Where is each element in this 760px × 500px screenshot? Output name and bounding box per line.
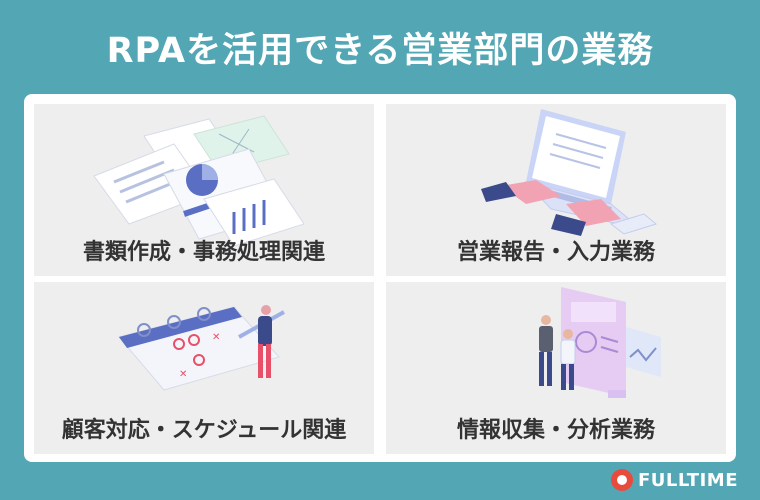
card-label: 顧客対応・スケジュール関連 bbox=[61, 418, 347, 443]
svg-text:✕: ✕ bbox=[212, 332, 220, 343]
card-label: 情報収集・分析業務 bbox=[456, 418, 655, 443]
logo-text: FULLTIME bbox=[637, 469, 738, 491]
calendar-schedule-icon: ✕ ✕ bbox=[118, 305, 285, 391]
card-label: 営業報告・入力業務 bbox=[456, 240, 655, 265]
logo-mark-icon bbox=[610, 469, 633, 491]
data-analysis-screen-icon bbox=[539, 287, 661, 398]
cards-panel: 書類作成・事務処理関連 営業報告・入力業務 bbox=[24, 94, 736, 462]
card-analysis: 情報収集・分析業務 bbox=[386, 282, 726, 454]
page-title: RPAを活用できる営業部門の業務 bbox=[106, 31, 654, 71]
svg-text:✕: ✕ bbox=[179, 369, 187, 380]
documents-chart-icon bbox=[93, 115, 305, 247]
card-laptop: 営業報告・入力業務 bbox=[386, 104, 726, 276]
fulltime-logo: FULLTIME bbox=[610, 467, 738, 493]
laptop-typing-icon bbox=[481, 109, 658, 236]
card-documents: 書類作成・事務処理関連 bbox=[34, 104, 374, 276]
card-label: 書類作成・事務処理関連 bbox=[82, 240, 325, 265]
card-calendar: ✕ ✕ 顧客対応・スケジュール関連 bbox=[34, 282, 374, 454]
